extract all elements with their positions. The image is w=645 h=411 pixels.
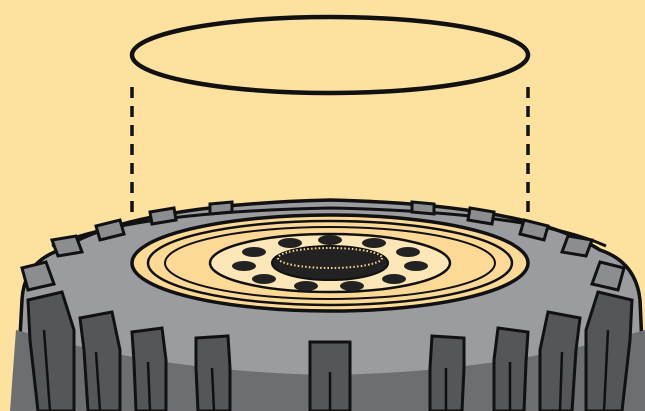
- wheel-rim: [132, 215, 528, 311]
